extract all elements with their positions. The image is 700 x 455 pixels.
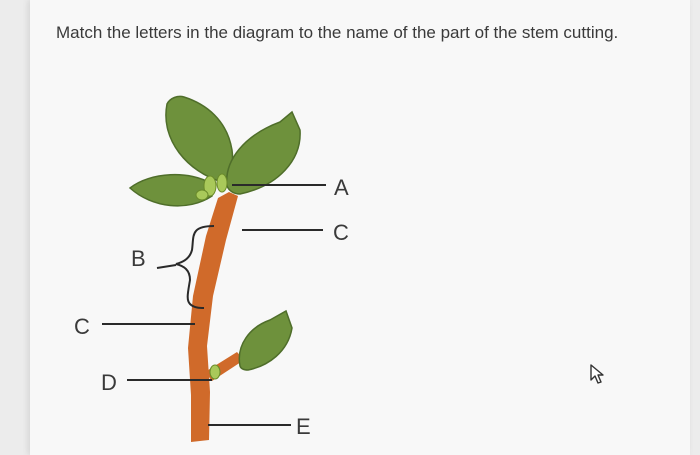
leaf-lower (238, 309, 293, 371)
label-b: B (131, 246, 146, 271)
question-text: Match the letters in the diagram to the … (56, 23, 619, 42)
leaf-top-left (165, 95, 234, 183)
leaf-left (128, 174, 213, 207)
terminal-bud (195, 189, 209, 201)
terminal-bud (203, 175, 217, 197)
lateral-bud (209, 364, 221, 380)
label-a: A (334, 175, 349, 200)
leaf-top-right (226, 110, 301, 195)
label-c-left: C (74, 314, 90, 339)
stem-main (188, 192, 238, 442)
label-d: D (101, 370, 117, 395)
label-c-right: C (333, 220, 349, 245)
label-e: E (296, 414, 311, 439)
bracket-tick-b (156, 264, 177, 269)
internode-bracket (175, 225, 215, 309)
mouse-pointer-icon (590, 364, 604, 384)
terminal-bud (216, 173, 228, 193)
